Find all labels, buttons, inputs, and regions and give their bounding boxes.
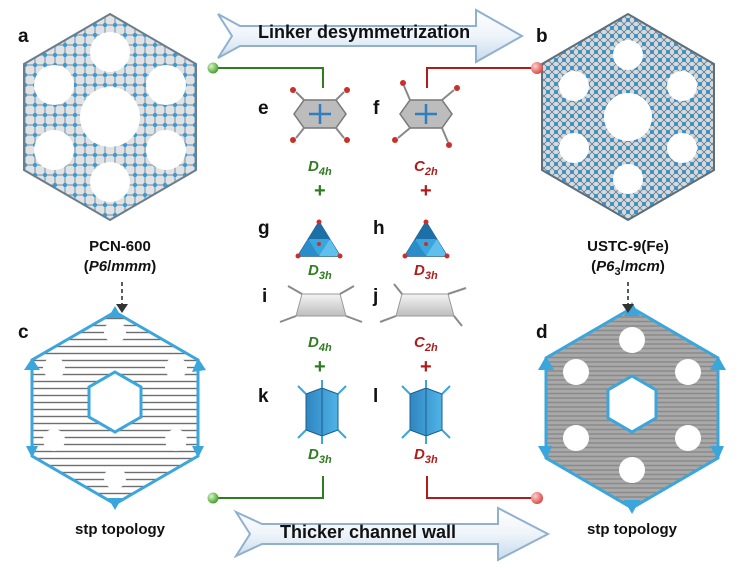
ustc9-framework-image — [541, 12, 715, 222]
stp-topology-label-right: stp topology — [587, 521, 677, 538]
symmetry-label-k: D3h — [308, 446, 332, 466]
trigonal-prism-k-image — [297, 380, 347, 444]
connector-top-red — [426, 62, 543, 88]
porphyrin-linker-d4h-image — [290, 87, 350, 143]
connector-bottom-green — [207, 476, 324, 504]
ustc9-spacegroup: (P63/mcm) — [591, 258, 665, 278]
panel-label-d: d — [536, 322, 548, 343]
symmetry-label-l: D3h — [414, 446, 438, 466]
panel-label-a: a — [18, 26, 29, 47]
panel-label-i: i — [262, 286, 268, 307]
rectangle-node-c2h-image — [379, 283, 467, 327]
plus-sign-left-2: + — [314, 356, 326, 378]
stp-topology-d-image — [538, 302, 726, 514]
stp-topology-c-image — [24, 306, 206, 510]
plus-sign-right-2: + — [420, 356, 432, 378]
bottom-arrow — [233, 506, 551, 562]
square-node-d4h-image — [279, 285, 363, 323]
top-arrow — [217, 8, 525, 64]
connector-top-green — [207, 62, 324, 88]
symmetry-label-e: D4h — [308, 158, 332, 178]
panel-label-c: c — [18, 322, 29, 343]
panel-label-j: j — [373, 286, 379, 307]
panel-label-b: b — [536, 26, 548, 47]
panel-label-h: h — [373, 218, 385, 239]
top-arrow-label: Linker desymmetrization — [258, 22, 471, 42]
symmetry-label-g: D3h — [308, 262, 332, 282]
panel-label-e: e — [258, 98, 269, 119]
symmetry-label-j: C2h — [414, 334, 438, 354]
symmetry-label-h: D3h — [414, 262, 438, 282]
panel-label-l: l — [373, 386, 379, 407]
pcn600-name: PCN-600 — [89, 238, 151, 255]
plus-sign-right-1: + — [420, 180, 432, 202]
pcn600-spacegroup: (P6/mmm) — [83, 258, 157, 275]
bottom-arrow-label: Thicker channel wall — [280, 522, 457, 542]
dashed-arrow-right — [622, 282, 634, 313]
panel-label-k: k — [258, 386, 269, 407]
connector-bottom-red — [426, 476, 543, 504]
trinuclear-cluster-h-image — [402, 219, 450, 259]
plus-sign-left-1: + — [314, 180, 326, 202]
panel-label-g: g — [258, 218, 270, 239]
panel-label-f: f — [373, 98, 380, 119]
trinuclear-cluster-g-image — [295, 219, 343, 259]
ustc9-name: USTC-9(Fe) — [587, 238, 669, 255]
trigonal-prism-l-image — [401, 380, 451, 444]
pcn600-framework-image — [23, 12, 197, 222]
symmetry-label-i: D4h — [308, 334, 332, 354]
dashed-arrow-left — [116, 282, 128, 313]
porphyrin-linker-c2h-image — [392, 80, 460, 148]
symmetry-label-f: C2h — [414, 158, 438, 178]
stp-topology-label-left: stp topology — [75, 521, 165, 538]
